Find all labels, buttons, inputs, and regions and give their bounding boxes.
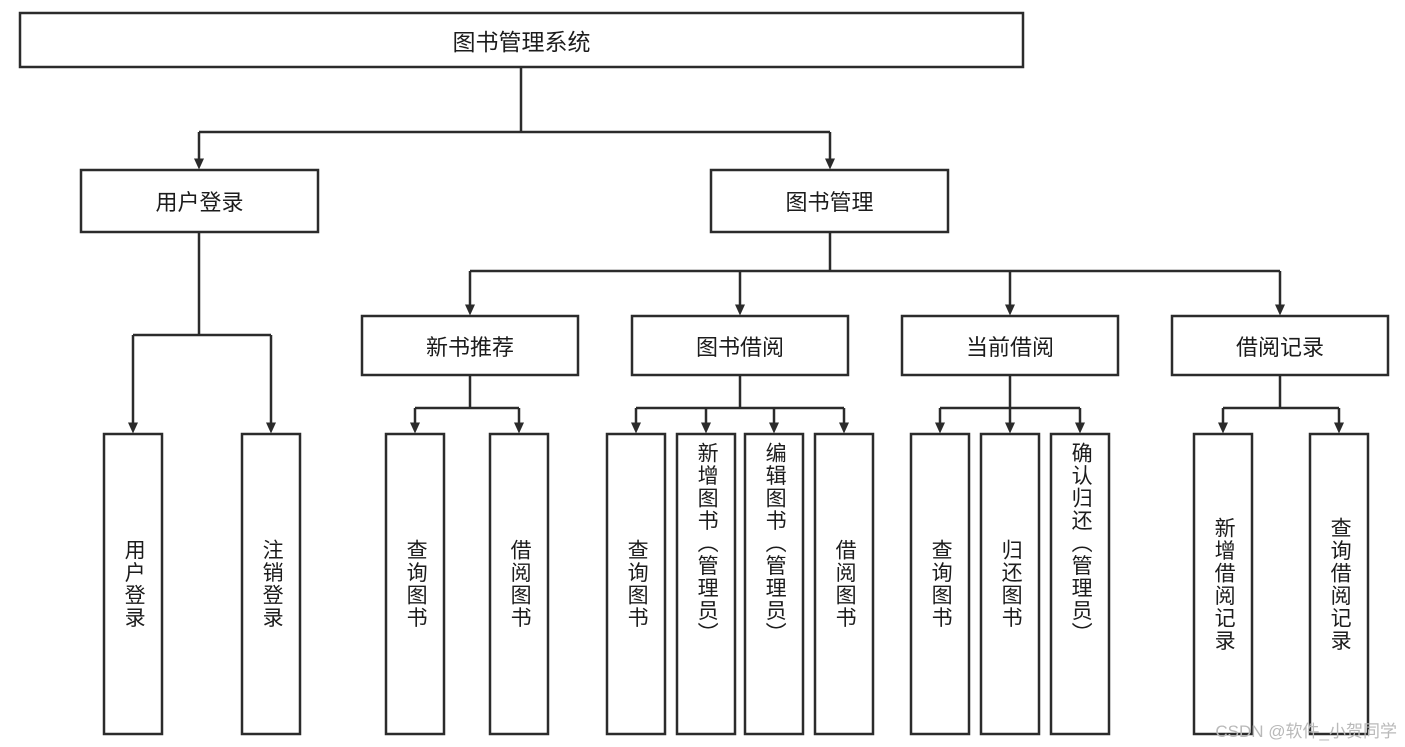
node-leaf-query-record[interactable] xyxy=(1308,432,1370,736)
node-borrow-record[interactable] xyxy=(1170,314,1390,377)
connector-book-manage-children xyxy=(465,232,1285,316)
node-leaf-user-login[interactable] xyxy=(102,432,164,736)
node-current-borrow[interactable] xyxy=(900,314,1120,377)
connector-user-login-children xyxy=(128,232,276,434)
connector-current-borrow-children xyxy=(935,375,1085,434)
connector-new-book-children xyxy=(410,375,524,434)
node-user-login[interactable] xyxy=(79,168,320,234)
node-leaf-query-book-1[interactable] xyxy=(384,432,446,736)
node-leaf-borrow-book-1[interactable] xyxy=(488,432,550,736)
node-book-manage[interactable] xyxy=(709,168,950,234)
node-root[interactable] xyxy=(18,11,1025,69)
node-book-borrow[interactable] xyxy=(630,314,850,377)
node-new-book-recommend[interactable] xyxy=(360,314,580,377)
connector-borrow-record-children xyxy=(1218,375,1344,434)
connector-book-borrow-children xyxy=(631,375,849,434)
connector-root-trunk xyxy=(194,67,835,170)
node-leaf-return-book[interactable] xyxy=(979,432,1041,736)
node-leaf-logout[interactable] xyxy=(240,432,302,736)
node-leaf-borrow-book-2[interactable] xyxy=(813,432,875,736)
node-leaf-query-book-2[interactable] xyxy=(605,432,667,736)
node-leaf-add-book[interactable] xyxy=(675,432,737,736)
node-leaf-edit-book[interactable] xyxy=(743,432,805,736)
node-leaf-query-book-3[interactable] xyxy=(909,432,971,736)
node-leaf-confirm-return[interactable] xyxy=(1049,432,1111,736)
node-leaf-add-record[interactable] xyxy=(1192,432,1254,736)
